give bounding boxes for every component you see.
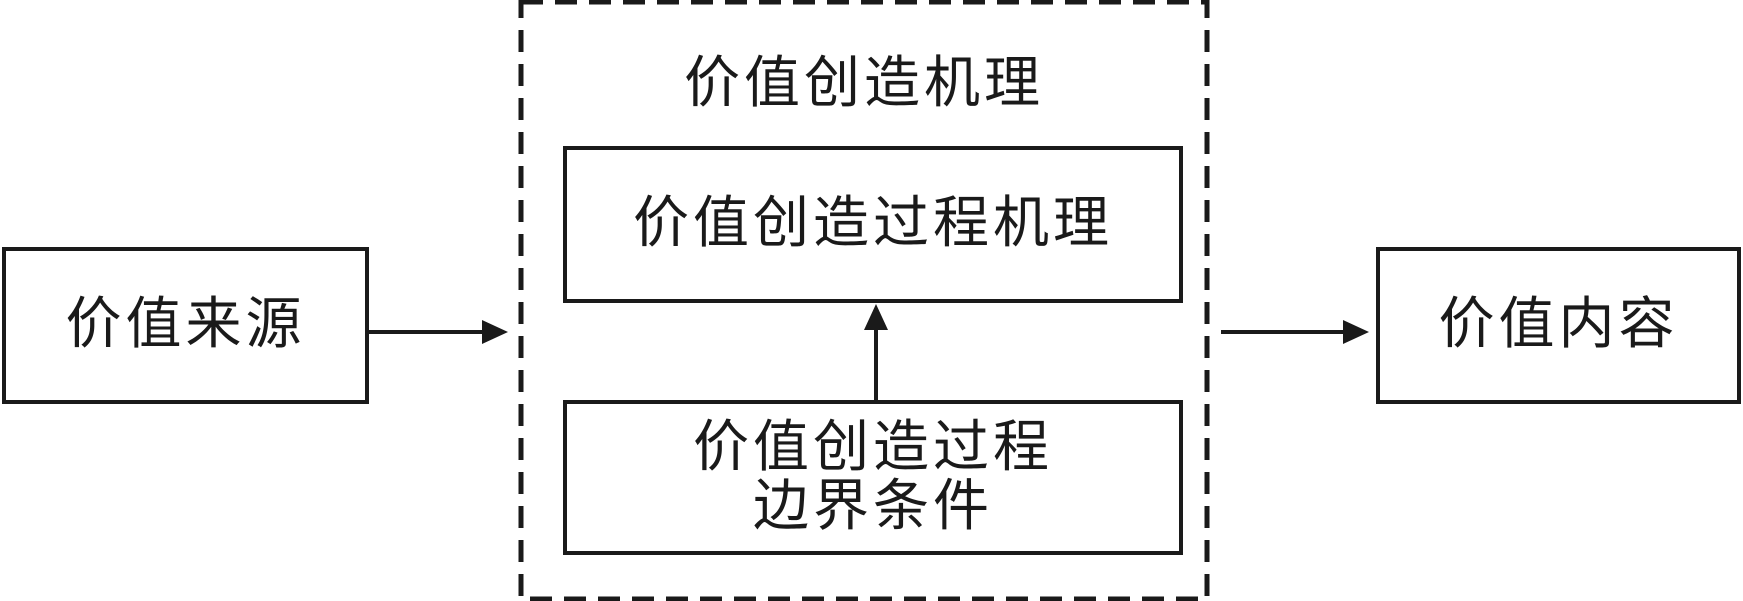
arrow-source-to-mechanism [357, 320, 508, 344]
boundary-conditions-box: 价值创造过程 边界条件 [563, 400, 1183, 555]
value-content-label: 价值内容 [1438, 292, 1679, 358]
boundary-label-line1: 价值创造过程 [693, 414, 1053, 480]
value-content-box: 价值内容 [1376, 247, 1741, 404]
arrow-boundary-to-process [864, 304, 888, 400]
value-source-label: 价值来源 [65, 292, 306, 358]
mechanism-title: 价值创造机理 [684, 51, 1044, 116]
process-mechanism-box: 价值创造过程机理 [563, 146, 1183, 303]
mechanism-dashed-border [518, 0, 1210, 601]
arrow-mechanism-to-content [1221, 320, 1369, 344]
process-mechanism-label: 价值创造过程机理 [633, 191, 1113, 257]
value-source-box: 价值来源 [2, 247, 369, 404]
boundary-label-line2: 边界条件 [753, 473, 993, 539]
